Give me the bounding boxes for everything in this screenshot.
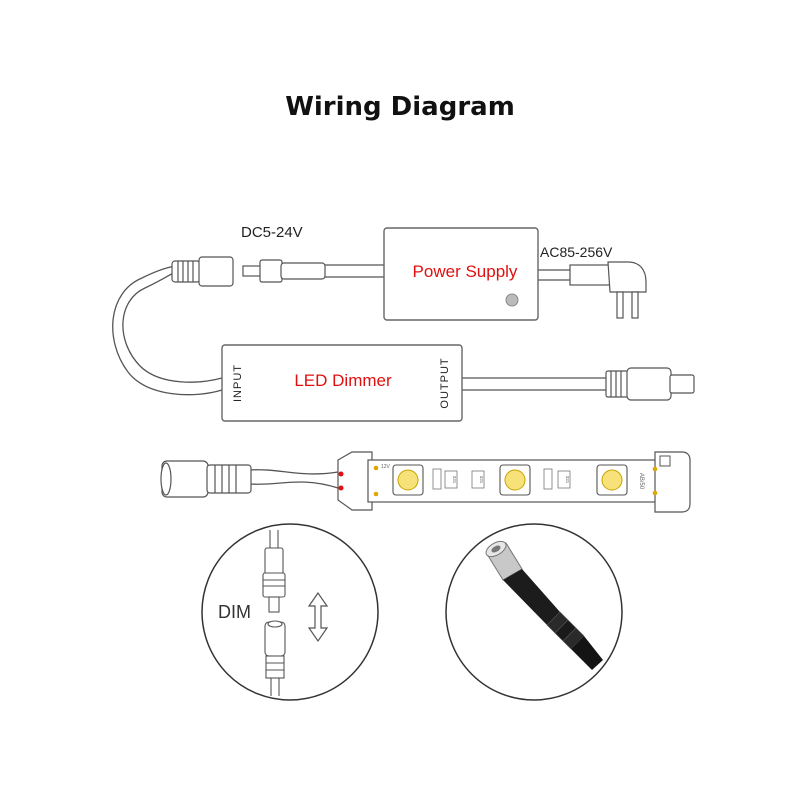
resistor-icon: 331: [444, 470, 458, 489]
led-chip: [499, 464, 531, 496]
strip-female-jack-icon: [160, 460, 252, 498]
cables: [112, 264, 608, 489]
dim-connector-detail: DIM: [201, 523, 379, 701]
up-down-arrow-icon: [307, 591, 329, 643]
strip-polarity-mark: 12V: [381, 464, 391, 470]
led-dimmer-label: LED Dimmer: [294, 371, 392, 390]
led-dimmer: INPUT OUTPUT LED Dimmer: [221, 344, 463, 422]
led-chip: [392, 464, 424, 496]
svg-text:331: 331: [479, 476, 484, 484]
strip-end-cap-right: [654, 451, 691, 513]
resistor-icon: 331: [471, 470, 485, 489]
dimmer-output-label: OUTPUT: [439, 357, 451, 408]
power-supply-label: Power Supply: [413, 262, 518, 281]
ac-plug-icon: [569, 261, 647, 319]
power-indicator-icon: [505, 293, 519, 307]
plug-closeup-detail: [445, 523, 623, 701]
strip-component: [432, 468, 442, 490]
dimmer-input-cable: [122, 271, 223, 383]
resistor-icon: 331: [557, 470, 571, 489]
male-plug-vertical-icon: [262, 530, 286, 613]
ac-voltage-label: AC85-256V: [540, 244, 613, 260]
diagram-title: Wiring Diagram: [285, 92, 515, 122]
detail-circle-right: [445, 523, 623, 701]
output-dc-plug-icon: [605, 367, 695, 401]
dimmer-input-label: INPUT: [232, 364, 244, 402]
svg-text:331: 331: [452, 476, 457, 484]
led-chip: [596, 464, 628, 496]
female-dc-jack-icon: [171, 256, 234, 287]
detail-circle-left: [201, 523, 379, 701]
dim-label: DIM: [218, 602, 251, 622]
power-supply: Power Supply: [383, 227, 539, 321]
strip-end-cap-left: [337, 451, 373, 511]
strip-component: [543, 468, 553, 490]
svg-text:331: 331: [565, 476, 570, 484]
strip-end-mark: AB/50: [638, 473, 644, 490]
dc-plug-photo-icon: [485, 540, 603, 670]
power-supply-box: [383, 227, 539, 321]
led-strip-assembly: 12V AB/50 331 331 331: [160, 451, 691, 513]
dimmer-input-cable-inner: [112, 265, 223, 396]
male-dc-plug-icon: [242, 259, 326, 283]
led-dimmer-box: [221, 344, 463, 422]
female-jack-vertical-icon: [264, 620, 286, 696]
dc-voltage-label: DC5-24V: [241, 224, 303, 241]
